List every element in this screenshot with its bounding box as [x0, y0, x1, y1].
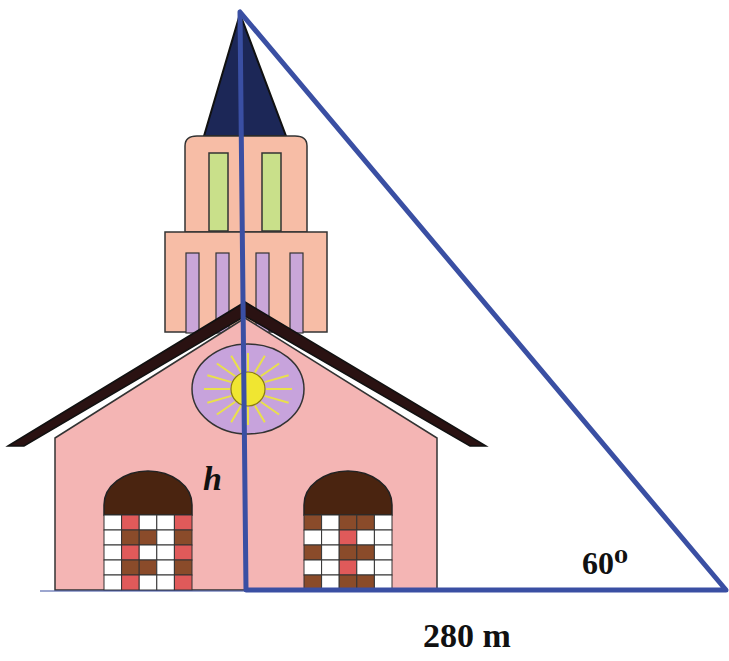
door-pane — [122, 545, 140, 560]
door-pane — [104, 515, 122, 530]
door-pane — [339, 515, 357, 530]
ray — [255, 356, 265, 373]
spire — [204, 14, 286, 136]
door-pane — [139, 530, 157, 545]
door-pane — [139, 560, 157, 575]
ray — [261, 402, 279, 415]
door-pane — [339, 560, 357, 575]
angle-label: 60⁰ — [582, 547, 628, 579]
ray — [231, 406, 241, 423]
sun-rays — [204, 353, 292, 425]
door-pane — [157, 530, 175, 545]
height-label: h — [203, 462, 222, 496]
ray — [265, 375, 289, 382]
door-pane — [374, 515, 392, 530]
door-pane — [357, 515, 375, 530]
door-pane — [304, 545, 322, 560]
door-pane — [104, 545, 122, 560]
ray — [217, 402, 235, 415]
tower-slot — [186, 253, 199, 333]
door-pane — [104, 530, 122, 545]
triangle — [240, 12, 726, 590]
door-pane — [174, 530, 192, 545]
ray — [265, 396, 289, 403]
rose-window — [192, 344, 304, 434]
door-pane — [139, 575, 157, 590]
door-pane — [357, 545, 375, 560]
door-pane — [322, 530, 340, 545]
door-pane — [174, 545, 192, 560]
door-pane — [304, 560, 322, 575]
door-arch — [104, 471, 192, 515]
door-pane — [157, 575, 175, 590]
door-pane — [104, 560, 122, 575]
ray — [207, 396, 231, 403]
door-pane — [322, 545, 340, 560]
door-pane — [174, 575, 192, 590]
door-pane — [304, 515, 322, 530]
door-pane — [374, 530, 392, 545]
door-pane — [174, 515, 192, 530]
door-pane — [322, 515, 340, 530]
door-pane — [122, 560, 140, 575]
door-pane — [157, 545, 175, 560]
ray — [247, 353, 249, 371]
door-pane — [122, 530, 140, 545]
door-pane — [174, 560, 192, 575]
door-arch — [304, 471, 392, 515]
ray — [247, 407, 249, 425]
door-pane — [139, 545, 157, 560]
ray — [204, 388, 230, 390]
door-pane — [322, 560, 340, 575]
ray — [207, 375, 231, 382]
door-pane — [157, 515, 175, 530]
door-pane — [339, 545, 357, 560]
door-pane — [157, 560, 175, 575]
door-pane — [122, 515, 140, 530]
ray — [255, 406, 265, 423]
ray — [217, 364, 235, 377]
door-pane — [357, 560, 375, 575]
distance-label: 280 m — [423, 619, 511, 653]
door-pane — [304, 530, 322, 545]
door-pane — [357, 530, 375, 545]
sun — [231, 372, 265, 406]
door-pane — [374, 545, 392, 560]
tower-window — [209, 153, 228, 231]
ray — [261, 364, 279, 377]
tower-slot — [290, 253, 303, 333]
roof — [8, 302, 486, 446]
door-pane — [104, 575, 122, 590]
door-pane — [339, 530, 357, 545]
door-pane — [139, 515, 157, 530]
tower-window — [262, 153, 281, 231]
ray — [266, 388, 292, 390]
door-pane — [122, 575, 140, 590]
ray — [231, 356, 241, 373]
upper-tower — [185, 136, 307, 232]
door-pane — [374, 560, 392, 575]
